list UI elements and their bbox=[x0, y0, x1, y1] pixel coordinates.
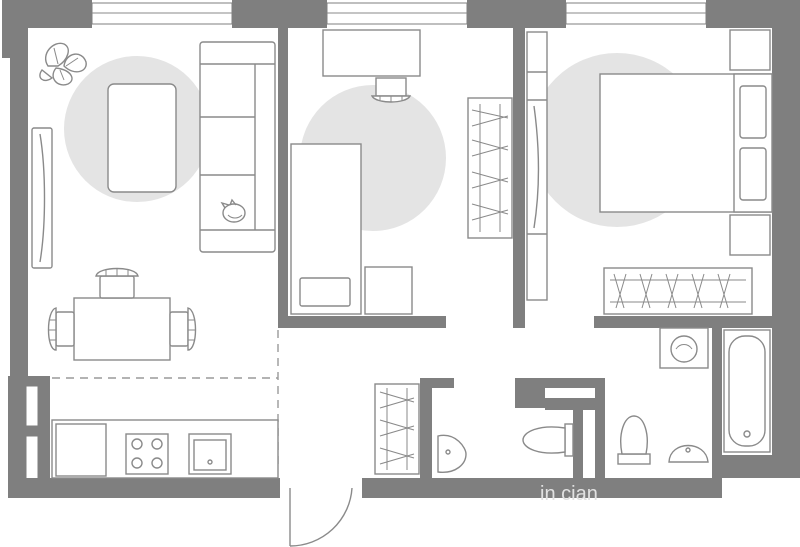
window-4 bbox=[25, 385, 39, 427]
wardrobe-bedroom-left bbox=[526, 31, 548, 301]
cat-icon bbox=[220, 198, 246, 223]
wall-interior-2b bbox=[594, 316, 772, 328]
wall-bath-2b bbox=[515, 378, 545, 408]
wall-interior-1 bbox=[278, 28, 288, 328]
kitchen-counter bbox=[51, 419, 279, 479]
wall-left bbox=[10, 88, 28, 380]
bathroom bbox=[522, 327, 771, 465]
desk-chair bbox=[370, 77, 412, 103]
dining-table bbox=[73, 297, 171, 361]
window-5 bbox=[25, 435, 39, 481]
wall-top-pillar-2 bbox=[467, 0, 566, 28]
kitchen-sink-icon bbox=[188, 433, 232, 475]
door-swing-icon bbox=[289, 487, 353, 547]
hallway bbox=[374, 383, 467, 475]
wall-top-right-corner bbox=[706, 0, 800, 28]
nightstand-bottom bbox=[729, 214, 771, 256]
coffee-table bbox=[107, 83, 177, 193]
bathtub-icon bbox=[723, 329, 771, 453]
wall-interior-1b bbox=[278, 316, 446, 328]
wall-bath-1b bbox=[420, 378, 432, 478]
sofa bbox=[199, 41, 276, 253]
wall-bath-divider bbox=[712, 328, 722, 455]
sink-icon bbox=[437, 434, 467, 473]
bath-toilet-icon bbox=[617, 415, 651, 465]
tv-stand bbox=[31, 127, 53, 269]
wall-bath-2c bbox=[595, 378, 605, 478]
bath-sink-icon bbox=[668, 445, 709, 463]
washing-machine-icon bbox=[659, 327, 709, 369]
watermark: in cian bbox=[540, 483, 598, 505]
wall-bath-2e bbox=[545, 398, 605, 410]
nightstand bbox=[364, 266, 413, 315]
nightstand-top bbox=[729, 29, 771, 71]
dining-chair-right bbox=[169, 307, 197, 351]
plant-icon bbox=[39, 42, 87, 86]
walls bbox=[2, 0, 800, 498]
wall-top-left-corner bbox=[2, 0, 92, 28]
wall-bottom-right bbox=[362, 478, 722, 498]
wardrobe-bedroom-bottom bbox=[603, 267, 753, 315]
wall-bottom-left bbox=[8, 478, 280, 498]
wall-bath-2d bbox=[573, 410, 583, 478]
kids-bed bbox=[290, 143, 362, 315]
wall-bath-1 bbox=[420, 378, 454, 388]
kids-room bbox=[290, 29, 513, 315]
dishwasher bbox=[55, 423, 107, 477]
wardrobe-hall bbox=[374, 383, 420, 475]
living-room bbox=[31, 41, 279, 479]
wall-top-pillar-1 bbox=[232, 0, 327, 28]
wall-right bbox=[772, 72, 800, 478]
wardrobe-kids bbox=[467, 97, 513, 239]
wall-interior-2 bbox=[513, 28, 525, 328]
desk bbox=[322, 29, 421, 77]
toilet-icon bbox=[522, 423, 574, 457]
stove-icon bbox=[125, 433, 169, 475]
wall-bath-2 bbox=[515, 378, 605, 388]
dining-chair-top bbox=[95, 267, 139, 299]
dining-chair-left bbox=[47, 307, 75, 351]
bedroom bbox=[526, 29, 773, 315]
double-bed bbox=[599, 73, 773, 213]
